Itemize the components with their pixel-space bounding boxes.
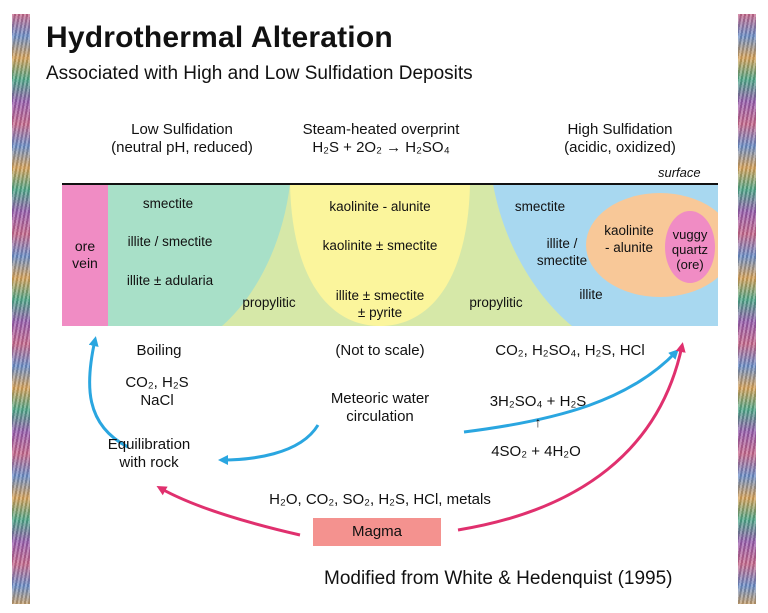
magma-gases-label: H₂O, CO₂, SO₂, H₂S, HCl, metals bbox=[269, 491, 491, 508]
diagram-title: Hydrothermal Alteration bbox=[46, 21, 393, 54]
credit-text: Modified from White & Hedenquist (1995) bbox=[324, 568, 673, 589]
ls-illite-smectite-label: illite / smectite bbox=[127, 234, 213, 249]
ls-illite-adularia-label: illite ± adularia bbox=[126, 273, 214, 288]
high-sulfidation-gases-label: CO₂, H₂SO₄, H₂S, HCl bbox=[495, 342, 645, 359]
illite-smectite-pyrite-label: illite ± smectite ± pyrite bbox=[335, 288, 425, 320]
reaction-arrow-icon: ↑ bbox=[534, 414, 542, 430]
reaction-bottom-label: 4SO₂ + 4H₂O bbox=[491, 443, 581, 460]
vuggy-quartz-zone bbox=[665, 211, 715, 283]
low-sulfidation-header: Low Sulfidation (neutral pH, reduced) bbox=[111, 121, 253, 156]
blue-arrow-high-sulfidation bbox=[463, 349, 679, 434]
hs-smectite-label: smectite bbox=[514, 199, 566, 214]
magenta-arrow-right bbox=[457, 342, 686, 532]
blue-arrow-meteoric bbox=[218, 424, 320, 465]
ore-vein-zone bbox=[62, 184, 108, 326]
hs-illite-label: illite bbox=[579, 287, 603, 302]
right-decorative-bar bbox=[738, 14, 756, 604]
left-decorative-bar bbox=[12, 14, 30, 604]
steam-heated-zone bbox=[290, 184, 470, 326]
hs-kaolinite-alunite-label: kaolinite - alunite bbox=[604, 223, 654, 255]
equilibration-label: Equilibration with rock bbox=[107, 436, 191, 471]
surface-label: surface bbox=[658, 165, 701, 180]
high-sulfidation-header: High Sulfidation (acidic, oxidized) bbox=[564, 121, 676, 156]
boiling-gases-label: CO₂, H₂S NaCl bbox=[125, 374, 189, 409]
ore-vein-label: ore vein bbox=[72, 238, 98, 271]
kaolinite-alunite-label: kaolinite - alunite bbox=[329, 199, 431, 214]
meteoric-water-label: Meteoric water circulation bbox=[330, 390, 430, 425]
vuggy-quartz-label: vuggy quartz (ore) bbox=[671, 227, 709, 272]
ls-smectite-label: smectite bbox=[142, 196, 194, 211]
steam-heated-header: Steam-heated overprint H₂S + 2O₂ → H₂SO₄ bbox=[302, 121, 460, 156]
not-to-scale-label: (Not to scale) bbox=[335, 342, 425, 359]
propylitic-left-label: propylitic bbox=[242, 295, 296, 310]
boiling-label: Boiling bbox=[136, 342, 182, 359]
hs-illite-smectite-label: illite / smectite bbox=[536, 236, 588, 268]
diagram-subtitle: Associated with High and Low Sulfidation… bbox=[46, 63, 473, 84]
low-sulfidation-zone bbox=[108, 184, 290, 326]
magenta-arrow-left bbox=[156, 486, 301, 537]
magma-box: Magma bbox=[313, 518, 441, 546]
kaolinite-smectite-label: kaolinite ± smectite bbox=[322, 238, 438, 253]
blue-arrow-boiling bbox=[88, 336, 129, 449]
reaction-top-label: 3H₂SO₄ + H₂S bbox=[489, 393, 587, 410]
propylitic-right-label: propylitic bbox=[469, 295, 523, 310]
